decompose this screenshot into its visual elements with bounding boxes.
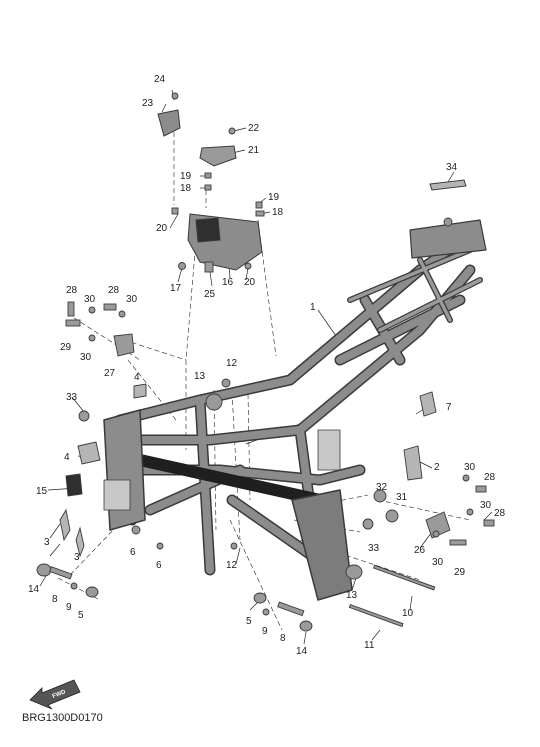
callout-label: 4 bbox=[64, 452, 70, 463]
callout-label: 34 bbox=[446, 162, 458, 173]
callout-label: 4 bbox=[134, 372, 140, 383]
callout-label: 30 bbox=[464, 462, 476, 473]
callout-label: 11 bbox=[364, 640, 375, 651]
callout-label: 26 bbox=[414, 545, 426, 556]
callout-label: 33 bbox=[66, 392, 78, 403]
callout-label: 28 bbox=[108, 285, 120, 296]
callout-label: 30 bbox=[432, 557, 444, 568]
callout-label: 3 bbox=[44, 537, 50, 548]
callout-label: 8 bbox=[280, 633, 286, 644]
callout-label: 29 bbox=[60, 342, 72, 353]
callout-label: 5 bbox=[246, 616, 252, 627]
callout-label: 28 bbox=[66, 285, 78, 296]
callout-label: 28 bbox=[494, 508, 506, 519]
callout-label: 9 bbox=[262, 626, 268, 637]
callout-label: 13 bbox=[194, 371, 206, 382]
callout-label: 19 bbox=[180, 171, 192, 182]
callout-label: 25 bbox=[204, 289, 216, 300]
callouts: 24 23 22 21 19 18 19 18 20 20 17 25 16 3… bbox=[28, 74, 506, 657]
callout-label: 15 bbox=[36, 486, 48, 497]
callout-label: 2 bbox=[434, 462, 440, 473]
callout-label: 21 bbox=[248, 145, 260, 156]
callout-label: 3 bbox=[74, 552, 80, 563]
diagram-code: BRG1300D0170 bbox=[22, 712, 103, 724]
callout-label: 9 bbox=[66, 602, 72, 613]
callout-label: 31 bbox=[396, 492, 408, 503]
callout-label: 8 bbox=[52, 594, 58, 605]
callout-label: 23 bbox=[142, 98, 154, 109]
fwd-label: FWD bbox=[52, 689, 68, 700]
callout-label: 1 bbox=[310, 302, 316, 313]
callout-label: 30 bbox=[126, 294, 138, 305]
callout-label: 30 bbox=[480, 500, 492, 511]
callout-label: 6 bbox=[156, 560, 162, 571]
callout-label: 32 bbox=[376, 482, 388, 493]
callout-label: 20 bbox=[244, 277, 256, 288]
callout-label: 6 bbox=[130, 547, 136, 558]
dashed-leaders bbox=[57, 116, 471, 631]
small-parts bbox=[36, 92, 495, 632]
callout-label: 22 bbox=[248, 123, 260, 134]
callout-label: 19 bbox=[268, 192, 280, 203]
callout-label: 12 bbox=[226, 560, 238, 571]
callout-label: 10 bbox=[402, 608, 414, 619]
callout-label: 30 bbox=[84, 294, 96, 305]
callout-label: 7 bbox=[446, 402, 452, 413]
callout-label: 20 bbox=[156, 223, 168, 234]
callout-label: 29 bbox=[454, 567, 466, 578]
callout-label: 18 bbox=[272, 207, 284, 218]
fwd-arrow-icon: FWD bbox=[29, 679, 81, 710]
callout-label: 13 bbox=[346, 590, 358, 601]
main-frame bbox=[103, 219, 487, 601]
callout-label: 14 bbox=[28, 584, 40, 595]
callout-label: 24 bbox=[154, 74, 166, 85]
callout-label: 12 bbox=[226, 358, 238, 369]
callout-label: 17 bbox=[170, 283, 182, 294]
callout-label: 18 bbox=[180, 183, 192, 194]
battery-box bbox=[157, 109, 467, 271]
callout-label: 14 bbox=[296, 646, 308, 657]
callout-label: 27 bbox=[104, 368, 116, 379]
leader-lines bbox=[39, 89, 493, 645]
callout-label: 33 bbox=[368, 543, 380, 554]
callout-label: 30 bbox=[80, 352, 92, 363]
callout-label: 28 bbox=[484, 472, 496, 483]
callout-label: 16 bbox=[222, 277, 234, 288]
callout-label: 5 bbox=[78, 610, 84, 621]
